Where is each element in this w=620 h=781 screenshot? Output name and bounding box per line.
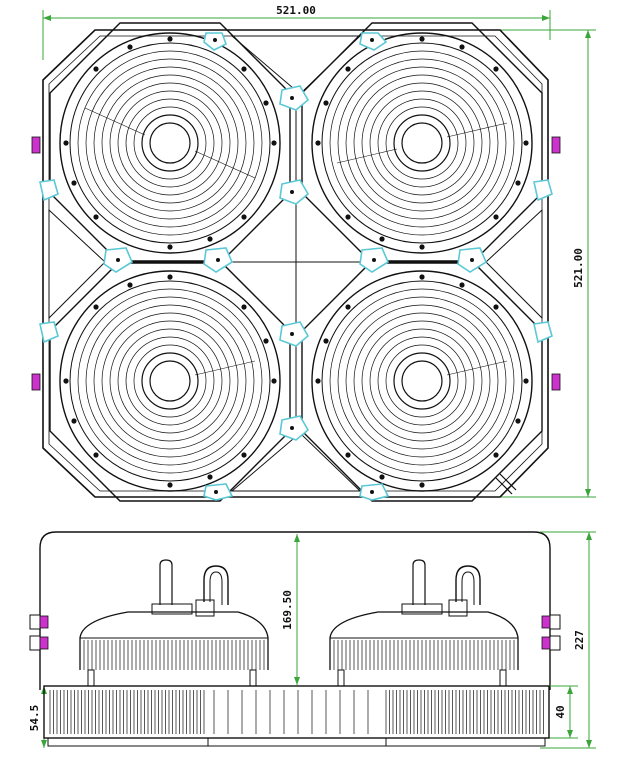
bolt-icon <box>29 614 561 651</box>
driver-fins-left <box>83 640 265 670</box>
dimension-inner-height-label: 169.50 <box>281 590 294 630</box>
emitter-module-top-left <box>49 22 291 264</box>
dimension-top-width: 521.00 <box>42 4 551 60</box>
emitter-module-bottom-left <box>49 260 291 502</box>
bolt-icon <box>63 36 277 250</box>
dimension-top-width-label: 521.00 <box>276 4 316 17</box>
dimension-top-height-label: 521.00 <box>572 248 585 288</box>
bolt-icon <box>31 136 561 391</box>
heatsink <box>43 685 550 747</box>
mount-bracket-icon <box>39 32 553 501</box>
dimension-top-height: 521.00 <box>470 29 596 498</box>
dimension-total-height: 227 <box>540 531 596 749</box>
driver-fins-right <box>333 640 515 670</box>
bolt-icon <box>63 274 277 488</box>
emitter-module-top-right <box>301 22 543 264</box>
driver-housing-left <box>79 559 269 670</box>
dimension-right-height: 40 <box>548 685 578 739</box>
bolt-icon <box>315 274 529 488</box>
emitter-module-bottom-right <box>301 260 543 502</box>
dimension-inner-height: 169.50 <box>281 534 300 685</box>
dimension-right-height-label: 40 <box>554 705 567 718</box>
dimension-total-height-label: 227 <box>573 630 586 650</box>
outer-frame <box>42 29 549 498</box>
driver-housing-right <box>329 559 519 670</box>
bolt-icon <box>315 36 529 250</box>
side-view: 169.50 227 54.5 40 <box>28 531 596 749</box>
mount-frame <box>39 531 551 690</box>
top-view: 521.00 521.00 <box>31 4 596 502</box>
dimension-left-height-label: 54.5 <box>28 705 41 732</box>
